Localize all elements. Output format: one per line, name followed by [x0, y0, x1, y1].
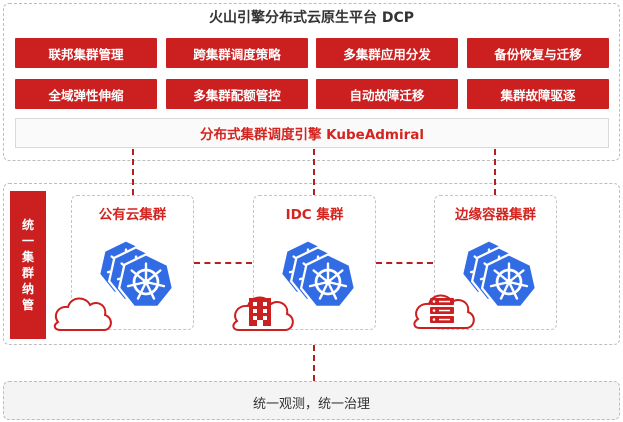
platform-title: 火山引擎分布式云原生平台 DCP — [208, 10, 415, 26]
unified-management-char: 统 — [21, 218, 34, 232]
building-icon — [249, 298, 271, 326]
cluster-title: 边缘容器集群 — [455, 207, 536, 223]
cluster-edge-container: 边缘容器集群 — [434, 195, 557, 330]
capability-global-elastic-scaling: 全域弹性伸缩 — [15, 79, 157, 109]
platform-frame — [3, 3, 620, 161]
server-cloud-icon — [413, 294, 475, 329]
unified-management-char: 一 — [21, 234, 34, 248]
cluster-management-frame — [3, 183, 620, 345]
connector-idc-edge — [376, 262, 433, 264]
unified-management-char: 群 — [21, 266, 34, 280]
connector-public-idc — [194, 262, 252, 264]
capability-multi-cluster-app-distribution: 多集群应用分发 — [316, 38, 458, 68]
capability-backup-restore-migration: 备份恢复与迁移 — [467, 38, 609, 68]
unified-management-char: 管 — [21, 298, 34, 312]
observability-frame — [3, 381, 620, 420]
capability-cluster-failure-eviction: 集群故障驱逐 — [467, 79, 609, 109]
connector-engine-public-cloud — [132, 149, 134, 195]
building-cloud-icon — [232, 296, 294, 331]
server-icon — [430, 298, 454, 323]
capability-federated-cluster-management: 联邦集群管理 — [15, 38, 157, 68]
connector-engine-edge — [494, 149, 496, 195]
cluster-title: IDC 集群 — [285, 207, 344, 223]
unified-management-char: 集 — [21, 250, 34, 264]
capability-cross-cluster-scheduling: 跨集群调度策略 — [166, 38, 308, 68]
connector-engine-idc — [313, 149, 315, 195]
cluster-title: 公有云集群 — [98, 207, 167, 223]
capability-auto-failover-migration: 自动故障迁移 — [316, 79, 458, 109]
connector-clusters-footer — [313, 345, 315, 381]
scheduling-engine-bar: 分布式集群调度引擎 KubeAdmiral — [15, 118, 609, 148]
observability-governance-label: 统一观测，统一治理 — [252, 397, 370, 412]
cloud-icon — [53, 297, 112, 331]
capability-multi-cluster-quota-control: 多集群配额管控 — [166, 79, 308, 109]
unified-management-label: 统 一 集 群 纳 管 — [10, 191, 46, 339]
unified-management-char: 纳 — [21, 282, 34, 296]
